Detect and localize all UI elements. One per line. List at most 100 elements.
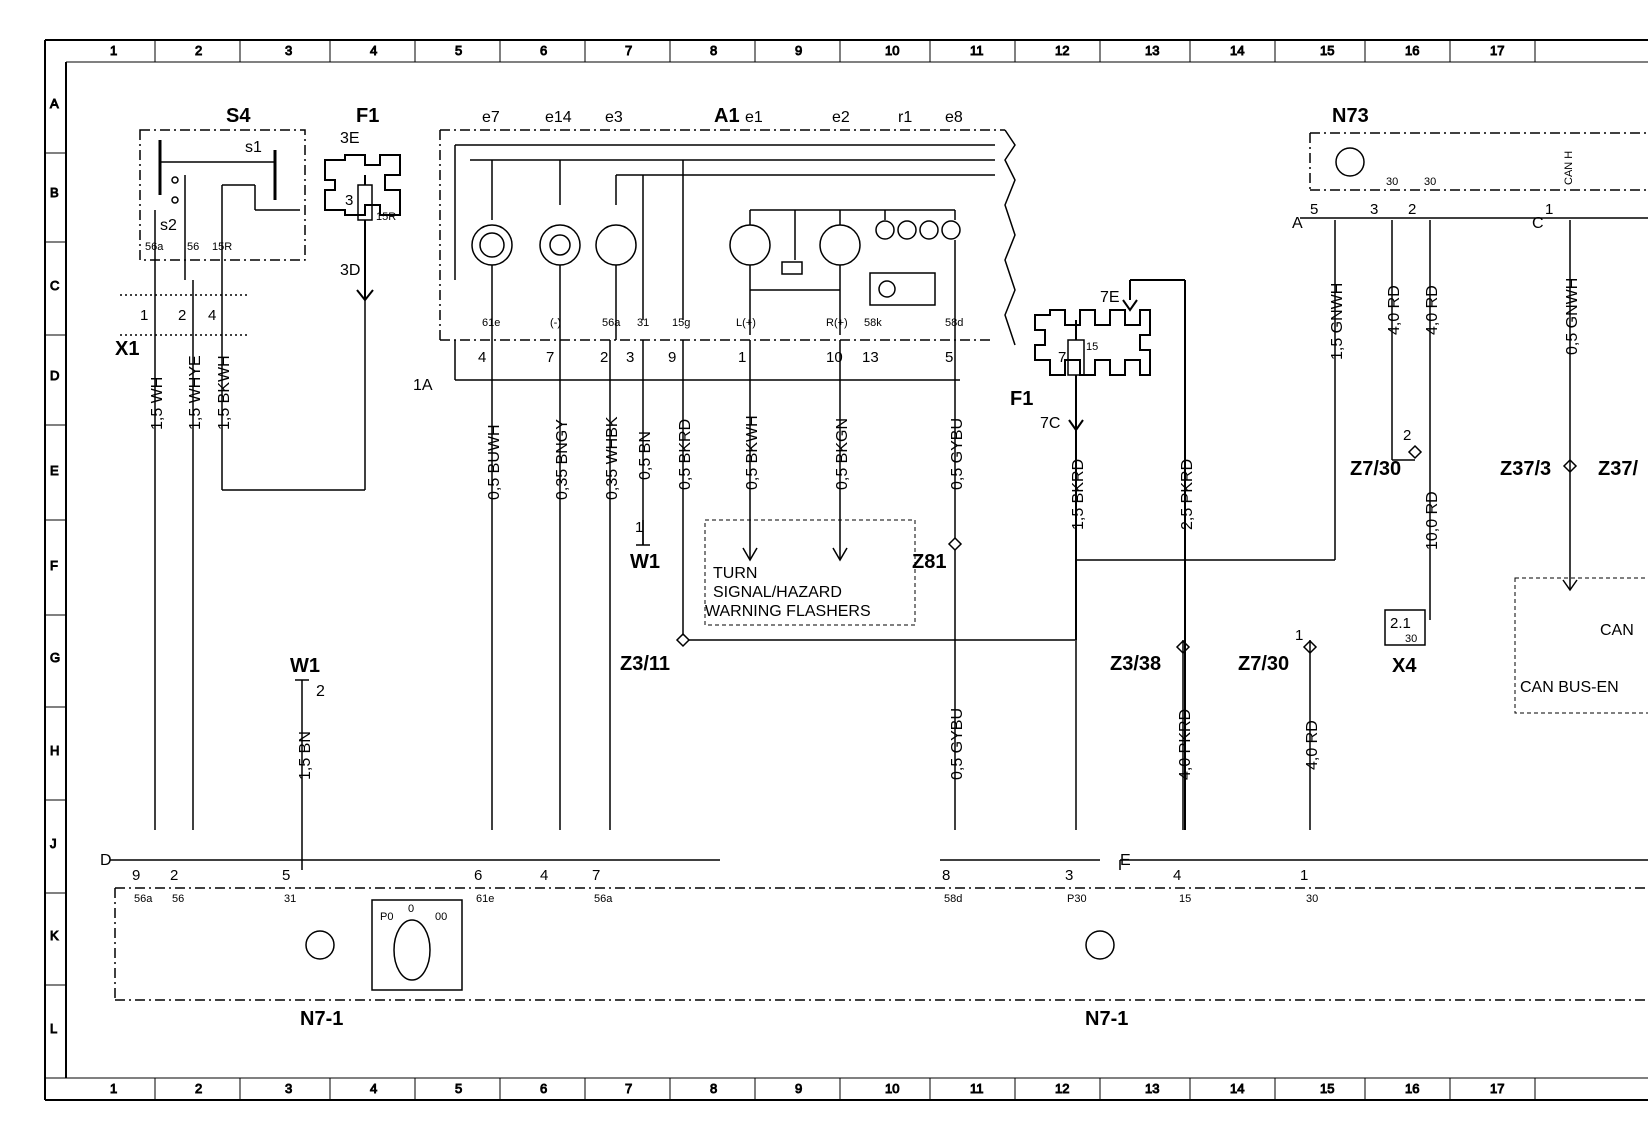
wire-can-05: 0,5 GNWH [1564, 278, 1581, 355]
a1-tl: L(+) [736, 317, 756, 329]
s4-label: S4 [226, 105, 251, 127]
flasher-line-2: SIGNAL/HAZARD [713, 584, 842, 601]
grid-col-bottom-3: 3 [285, 1081, 292, 1096]
grid-col-bottom-13: 13 [1145, 1081, 1159, 1096]
w1-upper-pin: 1 [635, 519, 643, 536]
n7-1-switch-p0: P0 [380, 911, 393, 923]
grid-col-bottom-6: 6 [540, 1081, 547, 1096]
a1-t58d: 58d [945, 317, 963, 329]
z7-30-pin-2: 2 [1403, 427, 1411, 444]
d-pin-6: 6 [474, 867, 482, 884]
grid-col-bottom-1: 1 [110, 1081, 117, 1096]
n7-1-conn-d: D [100, 852, 112, 869]
n73-label: N73 [1332, 105, 1369, 127]
n7-1-conn-e: E [1120, 852, 1131, 869]
x1-label: X1 [115, 338, 139, 360]
f1-top-3e: 3E [340, 130, 360, 147]
n7-1-switch-00: 00 [435, 911, 447, 923]
splice-z81: Z81 [912, 551, 946, 573]
n73-term-1: 30 [1424, 176, 1436, 188]
a1-tminus: (-) [550, 317, 561, 329]
x1-pin-2: 2 [178, 307, 186, 324]
grid-col-top-3: 3 [285, 43, 292, 58]
wire-a1-1: 0,5 BKWH [744, 415, 761, 490]
a1-e2: e2 [832, 109, 850, 126]
a1-t61e: 61e [482, 317, 500, 329]
n7-1-label-right: N7-1 [1085, 1008, 1128, 1030]
d-pin-3: 3 [1065, 867, 1073, 884]
grid-column-labels: 1122334455667788991010111112121313141415… [110, 40, 1536, 1100]
grid-col-bottom-2: 2 [195, 1081, 202, 1096]
flasher-line-1: TURN [713, 565, 757, 582]
x4-term: 30 [1405, 633, 1417, 645]
e-pin-1: 1 [1300, 867, 1308, 884]
wire-n73-3: 4,0 RD [1386, 285, 1403, 335]
d-term-7: 56a [594, 893, 613, 905]
x4-connector [1384, 609, 1426, 646]
d-pin-8: 8 [942, 867, 950, 884]
grid-row-A: A [50, 96, 59, 111]
grid-col-bottom-8: 8 [710, 1081, 717, 1096]
n7-1-module [110, 859, 1648, 1001]
d-pin-7: 7 [592, 867, 600, 884]
d-term-2: 56 [172, 893, 184, 905]
e-pin-4: 4 [1173, 867, 1181, 884]
splice-markers [675, 444, 1578, 655]
f1-top-fuse-num: 3 [345, 192, 353, 209]
grid-row-D: D [50, 368, 59, 383]
a1-t31: 31 [637, 317, 649, 329]
d-pin-5: 5 [282, 867, 290, 884]
w1-upper-label: W1 [630, 551, 660, 573]
grid-col-bottom-5: 5 [455, 1081, 462, 1096]
s4-s1-label: s1 [245, 139, 262, 156]
can-bus-box [1514, 577, 1648, 714]
f1-top-3d: 3D [340, 262, 360, 279]
a1-t58k: 58k [864, 317, 882, 329]
s4-t56: 56 [187, 241, 199, 253]
wire-a1-7: 0,35 BNGY [554, 419, 571, 500]
n73-pin-5: 5 [1310, 201, 1318, 218]
a1-pin-3: 3 [626, 349, 634, 366]
grid-col-top-16: 16 [1405, 43, 1419, 58]
x4-label: X4 [1392, 655, 1417, 677]
s4-t15r: 15R [212, 241, 232, 253]
x1-pin-4: 4 [208, 307, 216, 324]
n73-module [1076, 132, 1648, 830]
splice-z37-3: Z37/3 [1500, 458, 1551, 480]
wire-a1-10: 0,5 BKGN [834, 418, 851, 490]
grid-col-top-7: 7 [625, 43, 632, 58]
splice-z37: Z37/ [1598, 458, 1638, 480]
f1-mid-fuse [1034, 279, 1186, 830]
d-pin-2: 2 [170, 867, 178, 884]
wire-z3-38-low: 4,0 PKRD [1177, 709, 1194, 780]
s4-t56a: 56a [145, 241, 164, 253]
d-term-9: 56a [134, 893, 153, 905]
splice-z3-38: Z3/38 [1110, 653, 1161, 675]
n73-pin-1: 1 [1545, 201, 1553, 218]
s4-s2-label: s2 [160, 217, 177, 234]
a1-t15g: 15g [672, 317, 690, 329]
grid-col-top-4: 4 [370, 43, 377, 58]
grid-col-top-13: 13 [1145, 43, 1159, 58]
grid-col-top-6: 6 [540, 43, 547, 58]
wire-x1-2: 1,5 WHYE [187, 355, 204, 430]
a1-r1: r1 [898, 109, 912, 126]
d-pin-9: 9 [132, 867, 140, 884]
a1-tr: R(+) [826, 317, 848, 329]
n73-pin-2: 2 [1408, 201, 1416, 218]
f1-top-fuse [324, 154, 401, 302]
a1-pin-4: 4 [478, 349, 486, 366]
wire-f1-7e: 2,5 PKRD [1179, 459, 1196, 530]
grid-row-E: E [50, 463, 59, 478]
grid-col-top-17: 17 [1490, 43, 1504, 58]
grid-col-bottom-11: 11 [970, 1081, 984, 1096]
a1-e1: e1 [745, 109, 763, 126]
splice-z7-30-upper: Z7/30 [1350, 458, 1401, 480]
grid-row-J: J [50, 836, 57, 851]
n7-1-label-left: N7-1 [300, 1008, 343, 1030]
f1-mid-7e: 7E [1100, 289, 1120, 306]
